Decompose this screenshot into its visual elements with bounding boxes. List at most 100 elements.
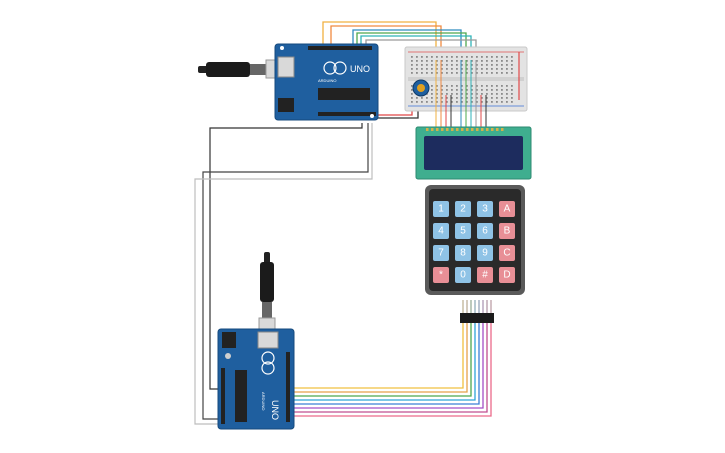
breadboard-hole — [496, 101, 498, 103]
breadboard-hole — [486, 101, 488, 103]
breadboard-hole — [496, 60, 498, 62]
breadboard-hole — [501, 93, 503, 95]
chip-bottom — [235, 370, 247, 422]
keypad-key[interactable] — [477, 245, 493, 261]
breadboard-hole — [416, 60, 418, 62]
breadboard-hole — [451, 56, 453, 58]
top-wire-bundle — [322, 21, 477, 60]
arduino-bottom: UNO ARDUINO — [217, 328, 295, 430]
wire-keypad-2 — [292, 300, 468, 393]
keypad-key[interactable] — [433, 245, 449, 261]
breadboard-hole — [471, 72, 473, 74]
breadboard-hole — [461, 89, 463, 91]
breadboard-hole — [491, 89, 493, 91]
breadboard-hole — [436, 85, 438, 87]
keypad-key-label: 0 — [460, 270, 466, 281]
keypad-key-label: 9 — [482, 248, 488, 259]
keypad-key[interactable] — [499, 223, 515, 239]
keypad-key[interactable] — [499, 267, 515, 283]
power-jack-bottom — [222, 332, 236, 348]
breadboard-hole — [511, 56, 513, 58]
keypad-key[interactable] — [433, 267, 449, 283]
breadboard-hole — [461, 72, 463, 74]
breadboard-hole — [431, 93, 433, 95]
lcd-pin — [431, 128, 434, 131]
breadboard-hole — [496, 56, 498, 58]
breadboard-hole — [491, 93, 493, 95]
keypad-key-label: 4 — [438, 226, 444, 237]
breadboard-hole — [486, 68, 488, 70]
breadboard-hole — [436, 101, 438, 103]
breadboard-hole — [481, 101, 483, 103]
breadboard-hole — [441, 72, 443, 74]
keypad-connector — [460, 313, 494, 323]
keypad-key-label: 8 — [460, 248, 466, 259]
lcd-pins — [426, 128, 504, 131]
keypad-key[interactable] — [455, 223, 471, 239]
keypad-key[interactable] — [455, 201, 471, 217]
breadboard-hole — [491, 68, 493, 70]
breadboard-hole — [431, 97, 433, 99]
breadboard-hole — [471, 56, 473, 58]
breadboard-hole — [451, 64, 453, 66]
lcd-pin — [436, 128, 439, 131]
breadboard-hole — [461, 56, 463, 58]
lcd-pin — [476, 128, 479, 131]
breadboard-hole — [446, 64, 448, 66]
keypad-key[interactable] — [455, 267, 471, 283]
breadboard-hole — [446, 101, 448, 103]
breadboard-hole — [426, 97, 428, 99]
keypad-key[interactable] — [477, 223, 493, 239]
lcd-pin — [486, 128, 489, 131]
breadboard-hole — [511, 85, 513, 87]
breadboard-hole — [481, 72, 483, 74]
breadboard-hole — [491, 60, 493, 62]
breadboard-hole — [431, 56, 433, 58]
keypad-key[interactable] — [455, 245, 471, 261]
potentiometer-knob — [417, 84, 425, 92]
breadboard-hole — [491, 85, 493, 87]
breadboard-hole — [446, 97, 448, 99]
breadboard-hole — [456, 97, 458, 99]
breadboard-hole — [456, 89, 458, 91]
arduino-bottom-brand-label: ARDUINO — [261, 392, 266, 410]
breadboard-hole — [466, 72, 468, 74]
breadboard-hole — [511, 89, 513, 91]
breadboard-hole — [426, 68, 428, 70]
keypad-key[interactable] — [499, 201, 515, 217]
keypad-key[interactable] — [433, 223, 449, 239]
breadboard-hole — [491, 72, 493, 74]
breadboard-hole — [436, 89, 438, 91]
keypad-key[interactable] — [499, 245, 515, 261]
breadboard-hole — [426, 101, 428, 103]
keypad-key[interactable] — [477, 267, 493, 283]
breadboard-hole — [441, 60, 443, 62]
usb-port-top — [277, 56, 295, 78]
arduino-bottom-model-label: UNO — [270, 400, 280, 420]
breadboard-hole — [506, 89, 508, 91]
keypad-key[interactable] — [433, 201, 449, 217]
breadboard-hole — [506, 72, 508, 74]
chip-top — [318, 88, 370, 100]
breadboard-hole — [501, 89, 503, 91]
breadboard-hole — [446, 89, 448, 91]
breadboard-hole — [461, 101, 463, 103]
keypad-key-label: 5 — [460, 226, 466, 237]
breadboard-hole — [426, 56, 428, 58]
inter-board-wires — [194, 123, 373, 425]
lcd-pin — [501, 128, 504, 131]
breadboard-hole — [476, 93, 478, 95]
breadboard-hole — [426, 64, 428, 66]
keypad-key-label: 6 — [482, 226, 488, 237]
breadboard-hole — [501, 97, 503, 99]
breadboard-hole — [411, 101, 413, 103]
breadboard-hole — [471, 85, 473, 87]
lcd-leads — [435, 60, 487, 127]
breadboard-hole — [491, 101, 493, 103]
breadboard-hole — [411, 64, 413, 66]
keypad-key[interactable] — [477, 201, 493, 217]
breadboard-hole — [496, 72, 498, 74]
breadboard-hole — [456, 68, 458, 70]
breadboard-hole — [446, 56, 448, 58]
power-jack-top — [278, 98, 294, 112]
